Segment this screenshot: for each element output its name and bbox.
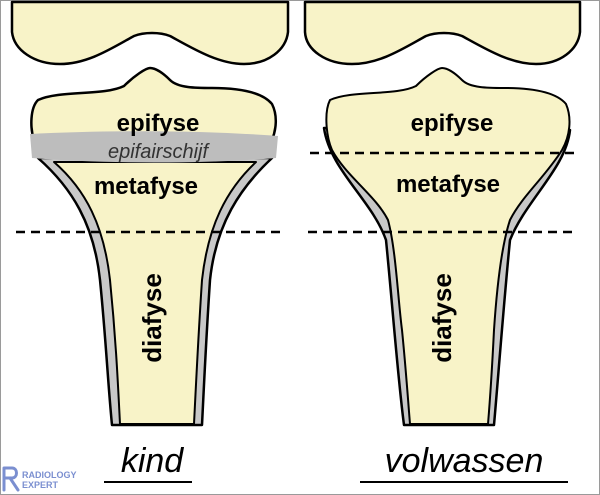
radiology-expert-logo: RADIOLOGY EXPERT <box>2 466 77 492</box>
adult-panel: epifyse metafyse diafyse volwassen <box>303 0 582 483</box>
logo-r-icon <box>2 466 20 492</box>
adult-femur <box>303 0 582 66</box>
logo-line2: EXPERT <box>22 480 59 490</box>
child-panel: epifyse epifairschijf metafyse diafyse k… <box>10 0 290 483</box>
child-growth-plate-label: epifairschijf <box>108 141 210 163</box>
adult-bone <box>325 67 571 425</box>
child-growth-plate <box>30 131 278 163</box>
adult-diaphysis-label: diafyse <box>427 273 457 363</box>
adult-caption: volwassen <box>385 442 544 480</box>
child-epiphysis-label: epifyse <box>117 110 200 137</box>
child-metaphysis-label: metafyse <box>94 173 198 200</box>
adult-epiphysis-label: epifyse <box>411 110 494 137</box>
logo-line1: RADIOLOGY <box>22 470 77 480</box>
child-diaphysis-label: diafyse <box>137 273 167 363</box>
child-femur <box>10 0 290 66</box>
adult-metaphysis-label: metafyse <box>396 171 500 198</box>
child-caption: kind <box>121 442 184 480</box>
